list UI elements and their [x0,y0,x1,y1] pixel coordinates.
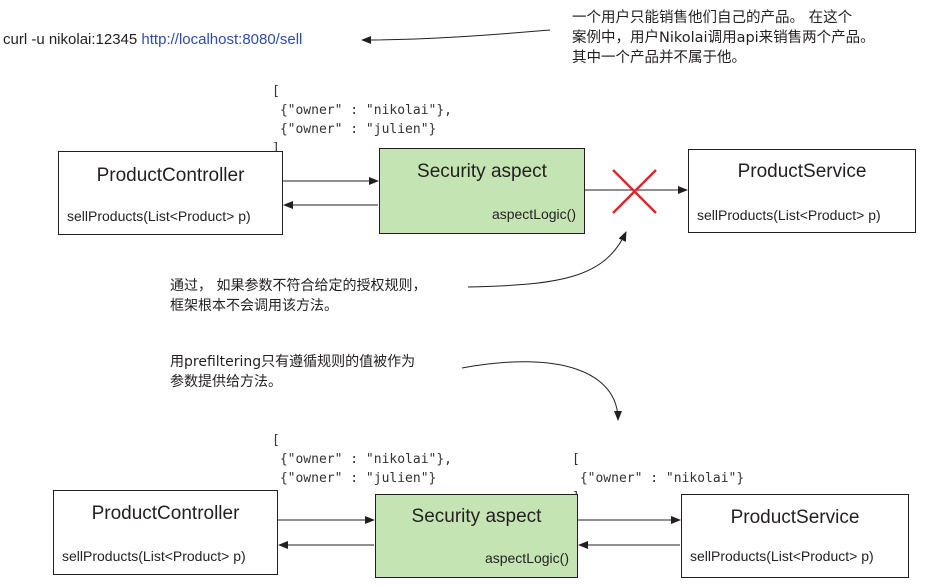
note-arrow-top [361,29,551,44]
note-middle-line1: 通过， 如果参数不符合给定的授权规则， [170,278,427,294]
security-aspect-box-top: Security aspect aspectLogic() [379,148,585,234]
note-top: 一个用户只能销售他们自己的产品。 在这个 案例中，用户Nikolai调用api来… [572,8,875,68]
note-bottom: 用prefiltering只有遵循规则的值被作为 参数提供给方法。 [170,352,415,392]
payload-top-item2: {"owner" : "julien"} [272,122,437,137]
note-middle-line2: 框架根本不会调用该方法。 [170,298,338,314]
payload-top-close: ] [272,141,280,156]
payload-top-open: [ [272,84,280,99]
note-top-line2: 案例中，用户Nikolai调用api来销售两个产品。 [572,30,875,46]
product-controller-box-bottom: ProductController sellProducts(List<Prod… [53,490,278,575]
payload-in-open: [ [272,433,280,448]
payload-in-item2: {"owner" : "julien"} [272,471,437,486]
payload-in-item1: {"owner" : "nikolai"}, [272,452,453,467]
product-controller-box-top: ProductController sellProducts(List<Prod… [58,151,283,235]
note-arrow-bottom [461,361,622,421]
curl-request: curl -u nikolai:12345 http://localhost:8… [3,31,302,48]
product-service-box-top: ProductService sellProducts(List<Product… [688,149,916,233]
product-controller-title-bottom: ProductController [91,503,240,524]
product-service-box-bottom: ProductService sellProducts(List<Product… [681,494,909,578]
request-url: http://localhost:8080/sell [141,31,303,48]
payload-out-open: [ [572,452,580,467]
product-service-title: ProductService [737,161,867,182]
payload-bottom-in: [ {"owner" : "nikolai"}, {"owner" : "jul… [272,412,452,526]
note-bottom-line1: 用prefiltering只有遵循规则的值被作为 [170,354,416,370]
product-controller-method-bottom: sellProducts(List<Product> p) [62,548,246,564]
security-aspect-box-bottom: Security aspect aspectLogic() [375,494,578,578]
security-aspect-method: aspectLogic() [491,206,576,222]
payload-top-item1: {"owner" : "nikolai"}, [272,103,453,118]
blocked-x-icon [612,169,657,214]
product-service-title-bottom: ProductService [730,507,860,528]
note-middle: 通过， 如果参数不符合给定的授权规则， 框架根本不会调用该方法。 [170,276,426,316]
product-service-method: sellProducts(List<Product> p) [697,207,881,223]
curl-command: curl -u nikolai:12345 [3,31,142,48]
product-controller-method: sellProducts(List<Product> p) [67,208,251,224]
security-aspect-method-bottom: aspectLogic() [484,550,569,566]
note-arrow-middle [467,231,627,288]
product-controller-title: ProductController [96,165,245,186]
product-service-method-bottom: sellProducts(List<Product> p) [690,548,874,564]
note-top-line1: 一个用户只能销售他们自己的产品。 在这个 [572,10,853,26]
payload-out-item1: {"owner" : "nikolai"} [572,471,745,486]
security-aspect-title-bottom: Security aspect [411,506,542,527]
payload-top: [ {"owner" : "nikolai"}, {"owner" : "jul… [272,63,452,177]
security-aspect-title: Security aspect [417,161,547,182]
note-bottom-line2: 参数提供给方法。 [170,374,282,390]
note-top-line3: 其中一个产品并不属于他。 [572,50,746,66]
